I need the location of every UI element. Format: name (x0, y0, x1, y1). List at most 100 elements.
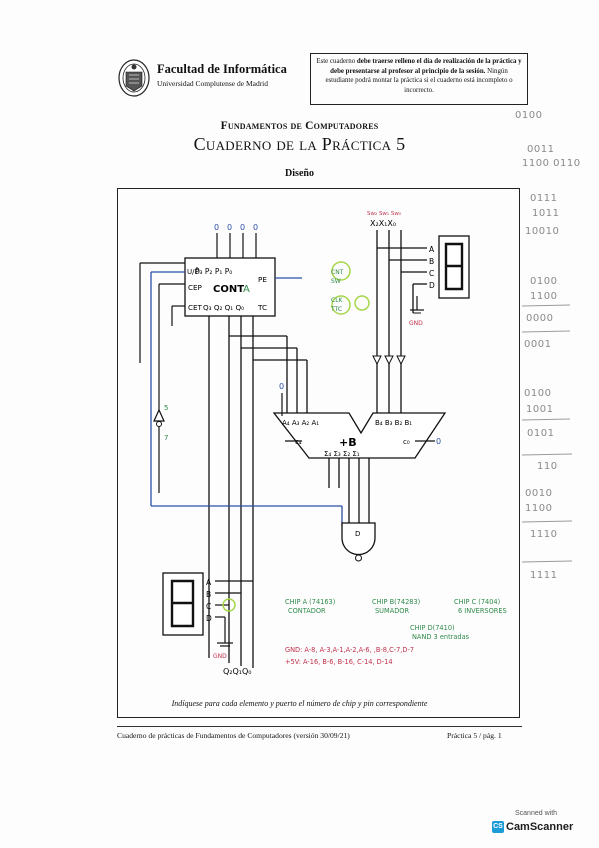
adder-sum-label: Σ₄ Σ₃ Σ₂ Σ₁ (324, 450, 360, 458)
clk-label: CLK (331, 297, 344, 304)
b-input-inverters (372, 355, 406, 366)
handwritten-row: 0111 (530, 193, 558, 204)
footnote: Indíquese para cada elemento y puerto el… (171, 699, 428, 708)
right-display-pin-a: A (429, 245, 435, 254)
counter-inputs-label: P₃ P₂ P₁ P₀ (195, 267, 232, 276)
counter-tc-label: TC (257, 303, 267, 312)
chip-a-note: CHIP A (74163) (285, 598, 336, 606)
handwritten-row: 1110 (530, 529, 558, 540)
right-display-pin-b: B (429, 257, 434, 266)
counter-pe-label: PE (258, 275, 267, 284)
adder-c0-value: 0 (436, 437, 441, 446)
vcc-pins-note: +5V: A-16, B-6, B-16, C-14, D-14 (285, 658, 393, 666)
handwritten-row: 0001 (524, 339, 552, 350)
zero-label-1: 0 (240, 223, 245, 232)
chip-b-note: CHIP B(74283) (372, 598, 421, 606)
handwritten-row: 10010 (525, 226, 560, 237)
left-display-pin-a: A (206, 578, 212, 587)
left-display-pin-c: C (206, 602, 211, 611)
right-gnd-label: GND (409, 320, 423, 327)
handwritten-row: 0100 (530, 276, 558, 287)
circuit-diagram: P₃ P₂ P₁ P₀ U/D̄ CEP CET CONT A PE TC Q₃… (139, 211, 470, 676)
counter-cep-label: CEP (188, 283, 203, 292)
adder-c4-label: c₄ (295, 438, 302, 446)
chip-d-desc: NAND 3 entradas (412, 633, 470, 641)
gnd-pins-note: GND: A-8, A-3,A-1,A-2,A-6, ,B-8,C-7,D-7 (285, 646, 415, 654)
notebook-title: Cuaderno de la Práctica 5 (193, 134, 406, 154)
chip-b-desc: SUMADOR (375, 607, 410, 615)
design-frame (117, 188, 520, 718)
zero-label-0: 0 (253, 223, 258, 232)
sw-label: SW (331, 278, 341, 285)
adder-b-inputs: B₄ B₃ B₂ B₁ (375, 419, 412, 427)
left-display (162, 572, 204, 636)
counter-cet-label: CET (188, 303, 203, 312)
handwritten-row: 0100 (515, 110, 543, 121)
notice-text-1: Este cuaderno (316, 58, 357, 65)
adder-symbol: +B (339, 436, 357, 449)
x-input-wires (376, 230, 427, 413)
handwritten-row: 110 (537, 461, 558, 472)
left-outputs-label: Q₂Q₁Q₀ (223, 667, 252, 676)
chip-c-desc: 6 INVERSORES (458, 607, 507, 615)
course-title: Fundamentos de Computadores (220, 120, 379, 132)
counter-name-label: CONT (213, 284, 244, 295)
faculty-subtitle: Universidad Complutense de Madrid (157, 79, 269, 88)
ttc-label: TTC (330, 306, 342, 313)
counter-name-suffix: A (243, 284, 250, 295)
footer-left: Cuaderno de prácticas de Fundamentos de … (117, 731, 350, 740)
chip-a-desc: CONTADOR (288, 607, 326, 615)
handwritten-row: 0100 (524, 388, 552, 399)
zero-label-2: 0 (227, 223, 232, 232)
adder-a-value: 0 (279, 382, 284, 391)
handwritten-row: 0000 (526, 313, 554, 324)
handwritten-row: 1100 (525, 503, 553, 514)
adder-block (272, 412, 447, 459)
x-inputs-label: X₂X₁X₀ (370, 219, 396, 228)
left-gnd-label: GND (213, 653, 227, 660)
notice-text-bold: debe traerse relleno el día de realizaci… (330, 58, 522, 75)
left-display-pin-b: B (206, 590, 211, 599)
sum-wires (328, 458, 370, 523)
cnt-label: CNT (331, 269, 344, 276)
nand-label: D (355, 530, 360, 538)
chip-c-note: CHIP C (7404) (454, 598, 501, 606)
adder-a-inputs: A₄ A₃ A₂ A₁ (282, 419, 319, 427)
handwritten-row: 1100 (530, 291, 558, 302)
inverter-gate (153, 408, 165, 422)
handwritten-row: 0010 (525, 488, 553, 499)
handwritten-row: 1100 0110 (522, 158, 581, 169)
highlight-circles (331, 261, 370, 315)
enable-wires (139, 262, 185, 363)
inverter-out-label: 7 (164, 434, 168, 442)
right-display (438, 235, 470, 299)
faculty-title: Facultad de Informática (157, 62, 287, 76)
left-display-pin-d: D (206, 614, 212, 623)
inverter-in-label: 5 (164, 404, 168, 412)
right-display-pin-c: C (429, 269, 434, 278)
section-title: Diseño (285, 168, 314, 179)
handwritten-row: 0101 (527, 428, 555, 439)
right-display-pin-d: D (429, 281, 435, 290)
footer-right: Práctica 5 / pág. 1 (447, 731, 502, 740)
handwritten-row: 0011 (527, 144, 555, 155)
handwritten-row: 1001 (526, 404, 554, 415)
zero-label-3: 0 (214, 223, 219, 232)
scanner-brand: CamScanner (506, 821, 574, 833)
scanner-label: Scanned with (515, 810, 558, 817)
adder-c0-label: c₀ (403, 438, 410, 446)
notice-text-2: Ningún estudiante podrá montar la prácti… (325, 67, 513, 94)
counter-top-inputs (216, 233, 257, 258)
counter-outputs-label: Q₃ Q₂ Q₁ Q₀ (203, 303, 244, 312)
switch-labels: Sw₂ Sw₁ Sw₀ (367, 211, 402, 217)
chip-d-note: CHIP D(7410) (410, 624, 455, 632)
feedback-wires (150, 271, 343, 526)
notice-box: Este cuaderno debe traerse relleno el dí… (310, 53, 528, 105)
handwritten-row: 1111 (530, 570, 558, 581)
nand-gate (341, 522, 376, 556)
left-display-wires (215, 580, 253, 647)
footer-rule (117, 726, 522, 727)
university-crest-icon (118, 59, 150, 97)
counter-ud-label: U/D̄ (187, 267, 200, 276)
